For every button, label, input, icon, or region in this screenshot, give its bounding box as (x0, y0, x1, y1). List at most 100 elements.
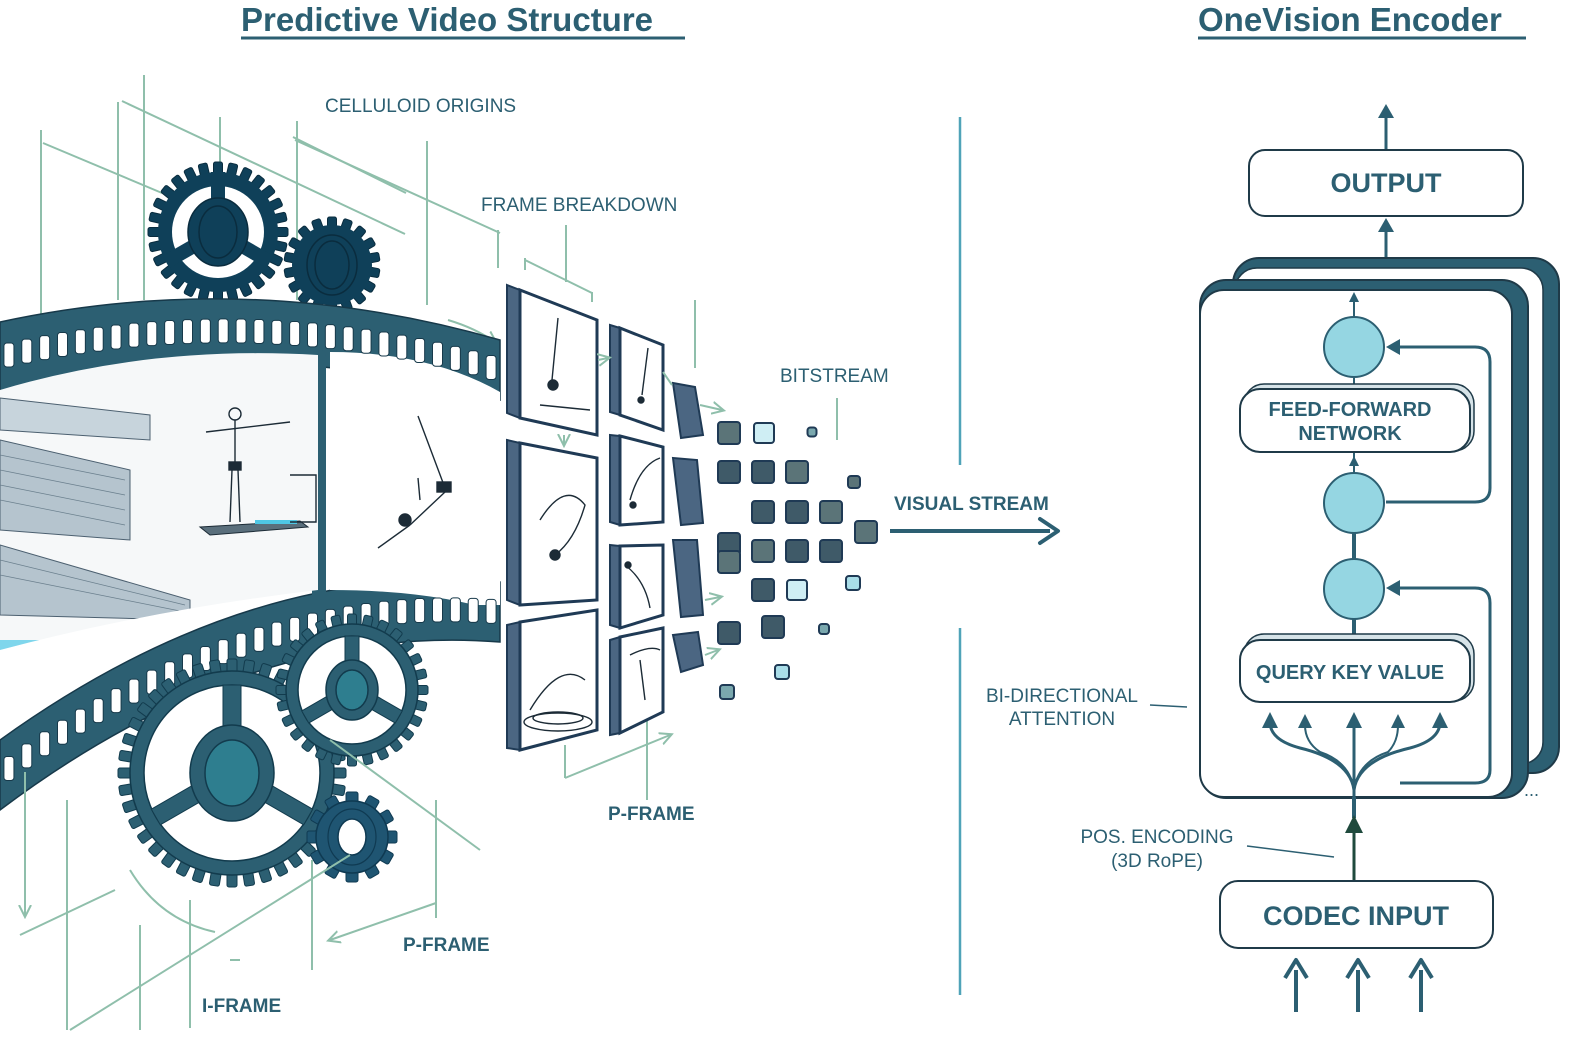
sprocket-hole (182, 319, 193, 345)
label-visual-stream: VISUAL STREAM (894, 494, 1049, 515)
sprocket-hole (289, 320, 301, 346)
output-box (1248, 149, 1524, 217)
right-panel: OneVision Encoder OUTPUT ... (986, 1, 1560, 1012)
sprocket-hole (199, 318, 211, 344)
sprocket-hole (128, 322, 140, 348)
frame-card-2c (609, 543, 665, 631)
label-i-frame: I-FRAME (202, 996, 281, 1017)
sprocket-hole (271, 319, 283, 345)
sprocket-hole (324, 324, 336, 350)
bitstream-tile (717, 460, 741, 484)
frame-card-entry (506, 608, 599, 752)
feed-forward-box (1239, 388, 1471, 453)
label-bitstream: BITSTREAM (780, 366, 889, 387)
bitstream-tile (761, 615, 785, 639)
codec-input-label: CODEC INPUT (1263, 901, 1450, 931)
output-arrowhead (1378, 104, 1394, 118)
label-bi-directional: BI-DIRECTIONAL (986, 686, 1138, 707)
sprocket-hole (3, 755, 15, 781)
bitstream-tile (753, 422, 775, 444)
sprocket-hole (449, 345, 461, 371)
sprocket-hole (342, 326, 354, 352)
sprocket-hole (235, 632, 247, 658)
label-pos-encoding: POS. ENCODING (1080, 827, 1233, 848)
sprocket-hole (110, 688, 122, 714)
bitstream-tile (806, 426, 818, 438)
sprocket-hole (467, 597, 479, 623)
residual-connection-top (1386, 345, 1492, 504)
codec-input-box (1219, 880, 1494, 949)
sprocket-hole (217, 639, 229, 665)
diving-frame (330, 352, 500, 605)
bitstream-tile (818, 623, 830, 635)
gear-small-bottom (306, 791, 398, 883)
frame-card-2d (609, 626, 665, 737)
label-3d-rope: (3D RoPE) (1111, 851, 1203, 872)
frame-card-2a (609, 323, 665, 433)
sprocket-hole (414, 338, 426, 364)
sprocket-hole (378, 331, 390, 357)
sprocket-hole (146, 321, 158, 347)
query-key-value-box (1239, 639, 1471, 703)
add-norm-node-middle (1323, 472, 1385, 534)
bitstream-tile (854, 520, 878, 544)
codec-input-arrows (1283, 958, 1434, 1012)
bitstream-tile (717, 550, 741, 574)
visual-stream-arrowhead (1038, 517, 1060, 545)
sprocket-hole (432, 597, 443, 623)
sprocket-hole (92, 326, 104, 352)
sprocket-hole (74, 329, 86, 355)
sprocket-hole (74, 708, 86, 734)
sprocket-hole (449, 597, 461, 623)
bitstream-block (671, 539, 705, 619)
sprocket-hole (360, 328, 372, 354)
bitstream-tile (751, 539, 775, 563)
output-box-label: OUTPUT (1331, 168, 1443, 198)
residual-connection-bottom (1390, 586, 1492, 785)
frame-breakdown-cards (506, 283, 722, 752)
sprocket-hole (21, 743, 33, 769)
label-celluloid-origins: CELLULOID ORIGINS (325, 96, 516, 117)
bitstream-tile (717, 421, 741, 445)
diver-mid-air-sketch (377, 415, 452, 549)
sprocket-hole (396, 599, 408, 625)
diver-standing-sketch (205, 407, 291, 523)
sprocket-hole (485, 598, 497, 624)
bitstream-block (671, 630, 705, 674)
sprocket-hole (253, 319, 265, 345)
sprocket-hole (253, 626, 265, 652)
bitstream-tile (785, 500, 809, 524)
sprocket-hole (110, 324, 122, 350)
bitstream-tile (845, 575, 861, 591)
sprocket-hole (432, 341, 443, 367)
frame-card-handstand (506, 283, 599, 437)
feed-forward-label-line1: FEED-FORWARD (1269, 399, 1432, 421)
gear-medium-bottom (275, 613, 429, 767)
sprocket-hole (217, 318, 229, 344)
label-p-frame-bottom: P-FRAME (403, 935, 490, 956)
bitstream-tile (847, 475, 861, 489)
bi-directional-leader (1149, 704, 1188, 708)
frame-card-pike (506, 438, 599, 607)
guide-lines-top (40, 75, 696, 368)
gear-large-top (147, 161, 289, 303)
sprocket-hole (128, 678, 140, 704)
bitstream-tile (719, 684, 735, 700)
right-panel-title: OneVision Encoder (1198, 1, 1502, 38)
query-key-value-label: QUERY KEY VALUE (1256, 662, 1444, 684)
guide-lines-bottom (20, 718, 670, 1031)
sprocket-hole (307, 322, 318, 348)
left-panel: Predictive Video Structure CELLULOID ORI… (0, 1, 1060, 1031)
bitstream-block (671, 456, 705, 527)
sprocket-hole (289, 616, 301, 642)
pos-encoding-leader (1246, 845, 1335, 858)
sprocket-hole (39, 731, 51, 757)
sprocket-hole (57, 719, 68, 745)
bitstream-block (671, 381, 705, 440)
sprocket-hole (271, 621, 283, 647)
label-attention: ATTENTION (1009, 709, 1115, 730)
bitstream-tile (785, 539, 809, 563)
bitstream-tile (819, 539, 843, 563)
add-norm-node-bottom (1323, 558, 1385, 620)
